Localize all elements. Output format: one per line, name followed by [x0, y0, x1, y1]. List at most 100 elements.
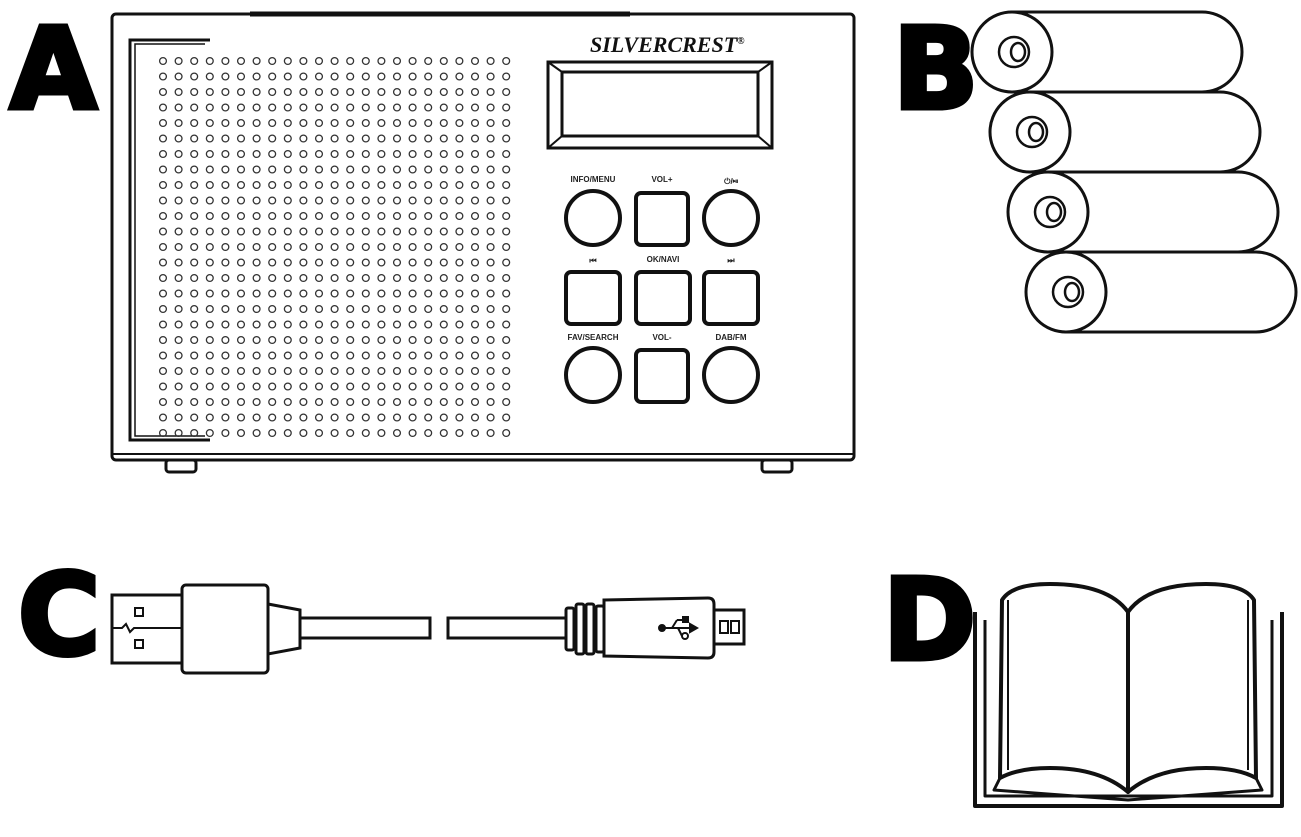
grille-hole	[330, 304, 339, 314]
grille-hole	[314, 149, 324, 159]
grille-hole	[221, 413, 230, 422]
grille-hole	[190, 211, 199, 221]
next-label: ⏭	[727, 256, 735, 265]
grille-hole	[455, 304, 464, 314]
grille-hole	[221, 72, 230, 81]
grille-hole	[330, 413, 339, 422]
grille-hole	[190, 320, 199, 329]
grille-hole	[283, 165, 292, 174]
grille-hole	[502, 258, 511, 267]
grille-hole	[252, 335, 261, 345]
grille-hole	[361, 413, 370, 422]
grille-hole	[470, 382, 480, 391]
grille-hole	[502, 320, 511, 329]
grille-hole	[424, 165, 433, 174]
grille-hole	[361, 196, 370, 205]
grille-hole	[299, 382, 308, 391]
info-menu-button[interactable]	[564, 189, 622, 247]
grille-hole	[236, 258, 246, 267]
grille-hole	[252, 227, 261, 236]
grille-hole	[361, 273, 370, 283]
grille-hole	[408, 72, 417, 81]
vol-up-button[interactable]	[634, 191, 690, 247]
next-button[interactable]	[702, 270, 760, 326]
grille-hole	[486, 382, 495, 391]
grille-hole	[252, 351, 261, 360]
grille-hole	[439, 273, 448, 283]
grille-hole	[470, 413, 480, 422]
grille-hole	[314, 382, 324, 391]
grille-hole	[268, 103, 277, 112]
grille-hole	[268, 320, 277, 329]
grille-hole	[268, 87, 277, 97]
fav-search-button[interactable]	[564, 346, 622, 404]
grille-hole	[252, 304, 261, 314]
grille-hole	[174, 335, 183, 345]
dab-fm-button[interactable]	[702, 346, 760, 404]
grille-hole	[236, 335, 246, 345]
grille-hole	[299, 56, 308, 66]
grille-hole	[455, 227, 464, 236]
grille-hole	[236, 165, 246, 174]
grille-hole	[392, 413, 402, 422]
grille-hole	[377, 149, 386, 159]
grille-hole	[174, 397, 183, 407]
grille-hole	[439, 134, 448, 143]
grille-hole	[470, 72, 480, 81]
vol-down-button[interactable]	[634, 348, 690, 404]
grille-hole	[221, 382, 230, 391]
grille-hole	[236, 397, 246, 407]
prev-button[interactable]	[564, 270, 622, 326]
grille-hole	[346, 118, 355, 128]
grille-hole	[439, 320, 448, 329]
power-label: ⏻/⏯	[724, 177, 739, 186]
grille-hole	[455, 413, 464, 422]
grille-hole	[392, 149, 402, 159]
grille-hole	[158, 165, 168, 174]
grille-hole	[330, 118, 339, 128]
grille-hole	[377, 196, 386, 205]
grille-hole	[283, 103, 292, 112]
grille-hole	[330, 351, 339, 360]
grille-hole	[236, 103, 246, 112]
display-screen	[546, 60, 774, 150]
grille-hole	[236, 320, 246, 329]
grille-hole	[158, 149, 168, 159]
grille-hole	[361, 335, 370, 345]
grille-hole	[205, 397, 214, 407]
grille-hole	[346, 413, 355, 422]
grille-hole	[190, 304, 199, 314]
grille-hole	[314, 211, 324, 221]
grille-hole	[455, 273, 464, 283]
grille-hole	[314, 103, 324, 112]
grille-hole	[283, 134, 292, 143]
grille-hole	[424, 118, 433, 128]
grille-hole	[299, 273, 308, 283]
grille-hole	[158, 227, 168, 236]
grille-hole	[314, 87, 324, 97]
power-button[interactable]	[702, 189, 760, 247]
grille-hole	[283, 72, 292, 81]
grille-hole	[236, 351, 246, 360]
grille-hole	[268, 413, 277, 422]
grille-hole	[424, 149, 433, 159]
ok-nav-button[interactable]	[634, 270, 692, 326]
grille-hole	[221, 134, 230, 143]
grille-hole	[314, 273, 324, 283]
grille-hole	[158, 118, 168, 128]
grille-hole	[486, 196, 495, 205]
grille-hole	[377, 397, 386, 407]
grille-hole	[158, 413, 168, 422]
grille-hole	[346, 258, 355, 267]
grille-hole	[455, 118, 464, 128]
grille-hole	[283, 304, 292, 314]
grille-hole	[392, 289, 402, 298]
grille-hole	[470, 165, 480, 174]
grille-hole	[221, 320, 230, 329]
grille-hole	[221, 211, 230, 221]
grille-hole	[252, 382, 261, 391]
grille-hole	[314, 242, 324, 252]
grille-hole	[330, 134, 339, 143]
grille-hole	[190, 397, 199, 407]
grille-hole	[236, 289, 246, 298]
